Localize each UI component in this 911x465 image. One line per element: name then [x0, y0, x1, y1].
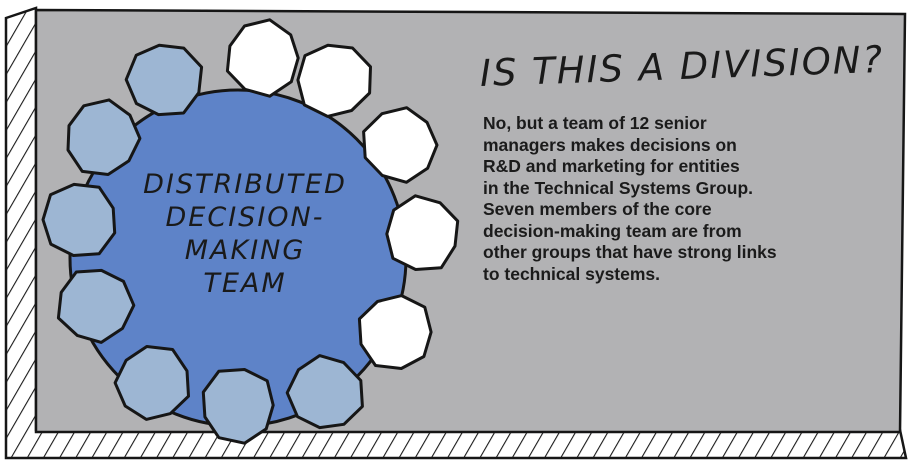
- team-label: DISTRIBUTED DECISION- MAKING TEAM: [120, 168, 370, 300]
- member-circle: [56, 268, 136, 344]
- member-circle: [385, 194, 460, 271]
- team-label-line: MAKING: [184, 235, 306, 266]
- member-circle: [225, 18, 300, 98]
- member-circle: [113, 345, 190, 421]
- member-circle: [357, 294, 433, 370]
- team-label-line: DISTRIBUTED: [143, 169, 347, 200]
- member-circle: [362, 106, 439, 184]
- member-circle: [41, 182, 117, 257]
- member-circle: [285, 354, 364, 430]
- description-line: to technical systems.: [483, 263, 661, 284]
- description-line: other groups that have strong links: [483, 242, 777, 262]
- description-line: managers makes decisions on: [483, 134, 737, 155]
- description-line: No, but a team of 12 senior: [483, 113, 707, 133]
- team-label-line: DECISION-: [165, 202, 325, 233]
- member-circle: [296, 43, 372, 118]
- member-circle: [66, 98, 142, 176]
- description-line: Seven members of the core: [483, 199, 712, 219]
- description-line: in the Technical Systems Group.: [483, 177, 754, 198]
- description-line: R&D and marketing for entities: [483, 156, 740, 176]
- member-circle: [201, 368, 275, 445]
- description: No, but a team of 12 senior managers mak…: [483, 113, 878, 285]
- team-label-line: TEAM: [203, 268, 287, 299]
- description-line: decision-making team are from: [483, 220, 742, 241]
- member-circle: [124, 43, 204, 117]
- member-circles: [41, 18, 460, 445]
